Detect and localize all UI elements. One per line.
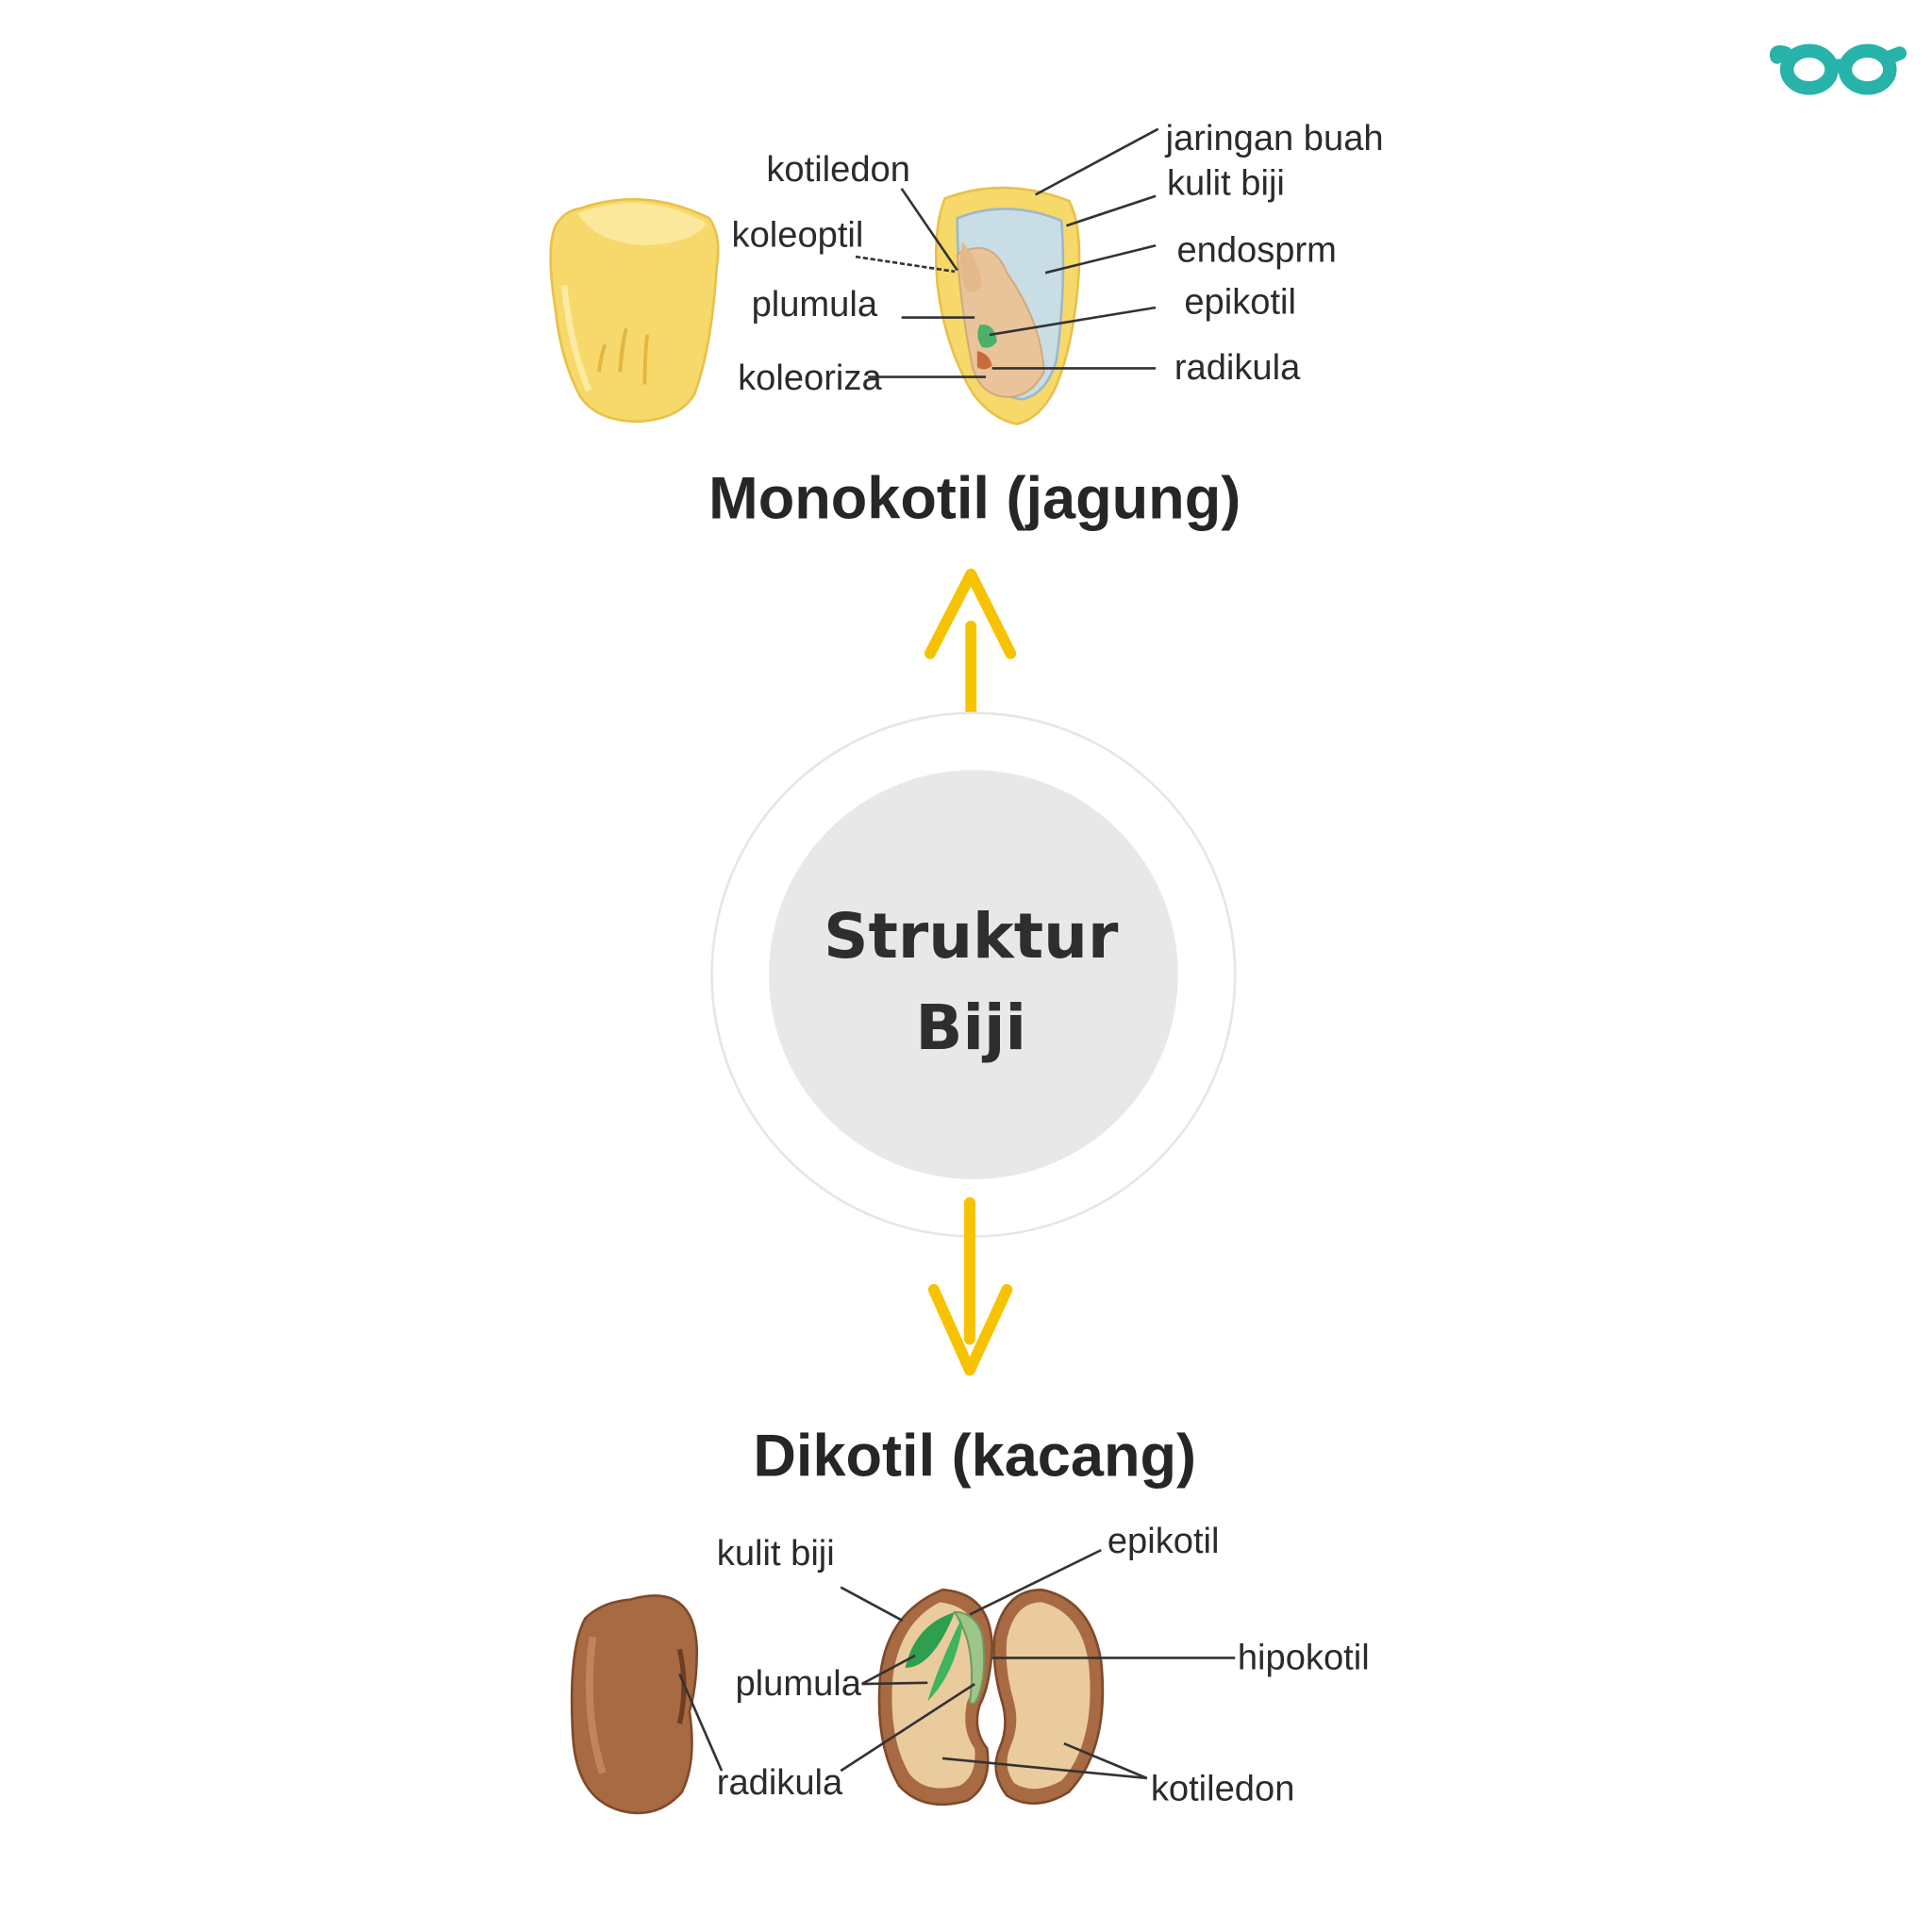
dicot-label-epikotil: epikotil [1108, 1521, 1220, 1561]
dicot-label-plumula: plumula [735, 1663, 861, 1704]
corn-kernel-whole [549, 197, 720, 424]
dicot-label-radikula: radikula [717, 1762, 843, 1803]
monocot-label-endosperm: endosprm [1176, 229, 1336, 270]
monocot-label-kulit-biji: kulit biji [1167, 162, 1285, 203]
dicot-title: Dikotil (kacang) [753, 1423, 1196, 1489]
center-title-line1: Struktur [824, 901, 1119, 973]
monocot-label-jaringan-buah: jaringan buah [1165, 118, 1384, 158]
monocot-leader-lines [855, 127, 1159, 378]
dicot-label-hipokotil: hipokotil [1238, 1637, 1370, 1677]
dicot-label-kulit-biji: kulit biji [717, 1533, 835, 1574]
monocot-label-epikotil: epikotil [1184, 282, 1296, 323]
dicot-label-kotiledon: kotiledon [1151, 1769, 1295, 1809]
monocot-label-koleoptil: koleoptil [732, 215, 864, 256]
center-circle [768, 770, 1178, 1180]
corn-kernel-section [934, 186, 1081, 425]
monocot-label-radikula: radikula [1174, 347, 1301, 388]
arrow-down-icon [927, 1197, 1013, 1376]
glasses-icon [1770, 43, 1907, 95]
bean-seed-whole [570, 1594, 699, 1815]
monocot-label-plumula: plumula [752, 284, 878, 325]
dicot-leader-lines [678, 1548, 1236, 1780]
monocot-label-koleoriza: koleoriza [738, 358, 882, 398]
monocot-title: Monokotil (jagung) [708, 465, 1241, 531]
center-title-line2: Biji [915, 992, 1026, 1064]
monocot-label-kotiledon: kotiledon [766, 149, 910, 190]
bean-seed-section [877, 1588, 1105, 1807]
